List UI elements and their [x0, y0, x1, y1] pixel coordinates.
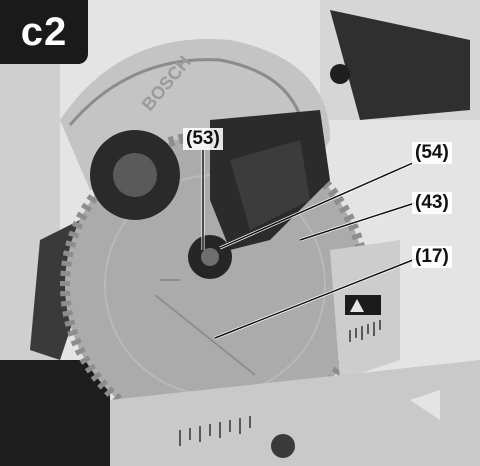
callout-53: (53)	[183, 128, 223, 150]
spindle-center	[113, 153, 157, 197]
motor-housing	[330, 10, 470, 120]
scale-ticks-right	[349, 320, 381, 342]
clamping-bolt	[201, 248, 219, 266]
callout-43: (43)	[412, 192, 452, 214]
knob-upper	[330, 64, 350, 84]
leader-lines-core	[202, 150, 419, 339]
callout-17: (17)	[412, 246, 452, 268]
guard-rim	[68, 58, 307, 141]
saw-table	[110, 360, 480, 466]
table-arrow-marker	[410, 390, 440, 420]
figure-label: c2	[0, 0, 88, 64]
scale-ticks-bottom	[179, 416, 251, 446]
motor-cover	[230, 140, 310, 230]
table-knob	[271, 434, 295, 458]
callout-54: (54)	[412, 142, 452, 164]
warning-triangle	[350, 299, 364, 312]
